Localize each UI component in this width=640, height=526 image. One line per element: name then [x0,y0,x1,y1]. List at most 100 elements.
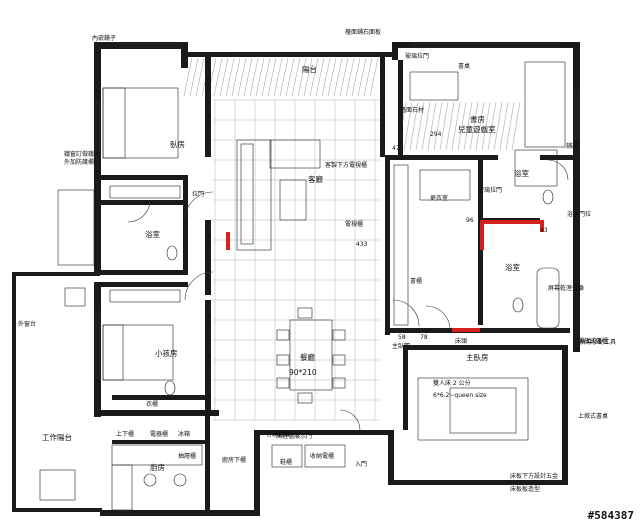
mirror-note: 內嵌鏡子 [92,34,116,42]
bed-note-2: 6*6.2~queen size [433,392,487,399]
grid-line [315,57,325,97]
grid-line [291,57,301,97]
grid-line [409,101,419,151]
master-bedroom-label: 主臥房 [466,352,489,362]
grid-line [219,57,229,97]
interior-walls [95,57,573,515]
grid-line [457,101,467,151]
bookshelf-label: 書櫃 [410,277,422,285]
grid-line [463,101,473,151]
grid-line [487,101,497,151]
tv-cabinet-note: 客製下方電視櫃 [325,161,367,169]
grid-line [403,101,413,151]
door-note-label: 入門 [355,461,367,468]
kids-room-label: 小孩房 [155,348,178,358]
dim-47: 47 [392,145,400,152]
grid-line [321,57,331,97]
annotation-labels: 內嵌鏡子 檯面鋪石面板 玻璃拉門 書桌 客製下方電視櫃 電視櫃 294 47 4… [18,28,616,493]
door-swings [127,159,569,431]
grid-line [195,57,205,97]
dining-size-label: 90*210 [289,368,317,377]
bath-b-label: 浴室 [505,262,520,272]
grid-line [499,101,509,151]
grid-line [511,101,521,151]
drawers-label: 抽屜櫃 [178,452,196,460]
grid-line [333,57,343,97]
grid-line [345,57,355,97]
grid-line [327,57,337,97]
bedroom-upper-label: 臥房 [170,139,185,149]
room-labels: 陽台 客廳 餐廳 90*210 主臥房 小孩房 書房 兒童遊戲室 臥房 廚房 浴… [42,64,529,472]
right-note-d: 屏幕乾溼分離 [548,284,584,292]
store-cabinet-label: 收納電櫃 [310,452,334,460]
grid-line [439,101,449,151]
glass-door-right: 玻璃拉門 [478,186,502,194]
fridge-label: 電器櫃 [150,430,168,438]
headboard-label: 床頭 [455,337,467,345]
grid-line [213,57,223,97]
left-window-note-1: 鐵窗訂做鐵木 [64,150,100,158]
grid-line [237,57,247,97]
grid-line [445,101,455,151]
dim-58: 58 [398,334,406,341]
glass-door-mid: 拉門 [192,190,204,198]
grid-line [481,101,491,151]
grid-line [505,101,515,151]
grid-line [297,57,307,97]
grid-line [493,101,503,151]
left-window-note-2: 外加防護欄杆 [64,158,100,166]
tv-note-label: 客廳窗簾 [266,430,290,438]
dining-label: 餐廳 [300,352,315,362]
grid-line [415,101,425,151]
right-note-b: 浴室門拉 [567,210,591,218]
main-door-label: 主臥門 [392,342,410,350]
grid-line [285,57,295,97]
grid-line [351,57,361,97]
study-sub-label: 兒童遊戲室 [458,124,496,134]
work-balcony-label: 工作陽台 [42,432,72,442]
left-side-label: 外窗台 [18,320,36,328]
grid-line [189,57,199,97]
grid-line [183,57,193,97]
dim-43: 43 [540,227,548,234]
glass-door-top: 玻璃拉門 [405,52,429,60]
grid-line [427,101,437,151]
grid-line [421,101,431,151]
study-label: 書房 [470,114,485,124]
grid-line [357,57,367,97]
balcony-label: 陽台 [302,64,317,74]
dim-294: 294 [430,131,442,138]
stone-top-note: 檯面鋪石面板 [345,28,381,36]
furniture [39,61,566,511]
windows [95,43,579,380]
bottom-note-1: 床板下方設計五金 [510,472,558,480]
desk-label: 書桌 [458,62,470,70]
grid-line [261,57,271,97]
grid-line [433,101,443,151]
grid-line [279,57,289,97]
grid-line [249,57,259,97]
bottom-note-2: 床板板造型 [510,485,540,493]
dim-433: 433 [356,241,368,248]
upper-cabinet-label: 上下櫃 [116,430,134,438]
right-side-1: 開放式書櫃 [578,337,608,345]
closet-label: 更衣室 [430,194,448,202]
grid-line [231,57,241,97]
kitchen-label: 廚房 [150,462,165,472]
sink-note-label: 廚房下櫃 [222,456,246,464]
right-note-c: 屏幕移動工具 [580,338,616,346]
grid-line [267,57,277,97]
grid-line [363,57,373,97]
balcony-hatching [183,57,521,151]
grid-line [273,57,283,97]
grid-line [339,57,349,97]
grid-line [451,101,461,151]
entry-cabinet-label: 高鞋櫃展示門 [276,432,312,440]
outer-walls [12,42,580,516]
pot-label: 冰箱 [178,430,190,438]
grid-line [369,57,379,97]
tv-cabinet-label: 電視櫃 [345,220,363,228]
living-label: 客廳 [308,174,323,184]
bed-note-1: 雙人床 2 公分 [433,379,471,387]
